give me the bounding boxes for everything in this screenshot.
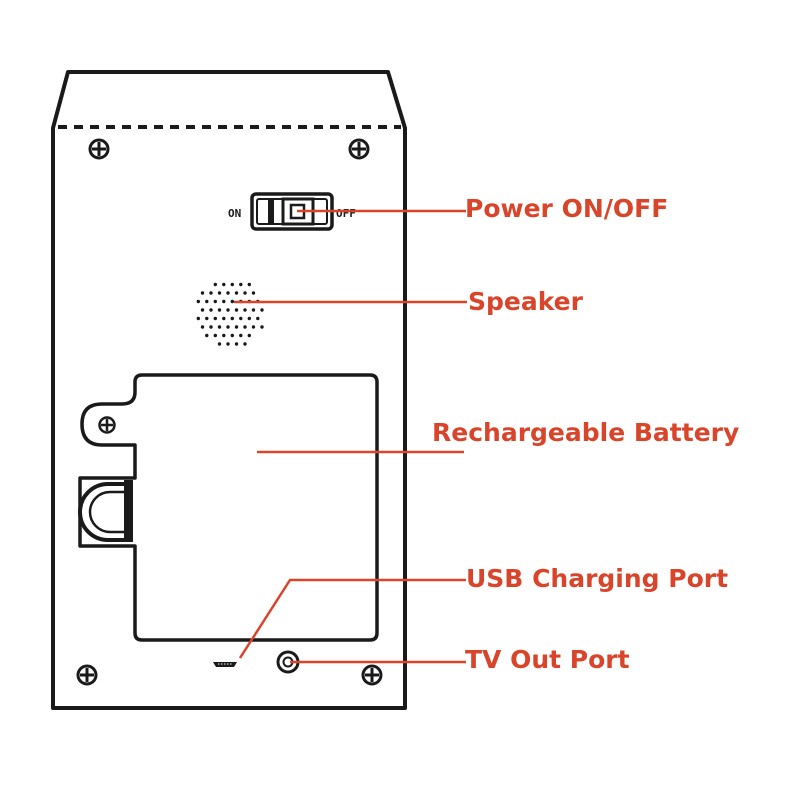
battery-cover-outline [78, 373, 379, 642]
speaker-hole [222, 299, 226, 304]
speaker-hole [200, 325, 205, 329]
callout-rechargeable-battery: Rechargeable Battery [432, 418, 740, 447]
speaker-hole [217, 342, 222, 346]
switch-off-label: OFF [336, 207, 356, 220]
speaker-hole [239, 333, 243, 338]
speaker-hole [196, 299, 200, 304]
speaker-hole [239, 316, 243, 321]
speaker-hole [251, 308, 256, 312]
speaker-hole [247, 333, 251, 338]
speaker-hole [260, 325, 264, 329]
callout-speaker: Speaker [468, 287, 583, 316]
battery-strap-inner [88, 490, 124, 534]
speaker-hole [209, 325, 213, 329]
callout-tv-out-port: TV Out Port [465, 645, 630, 674]
callout-power-onoff: Power ON/OFF [465, 194, 669, 223]
speaker-hole [217, 308, 222, 312]
speaker-hole [222, 333, 226, 338]
speaker-hole [247, 316, 251, 321]
screw-bottom-right [361, 664, 383, 686]
speaker-hole [260, 308, 264, 312]
screw-bottom-left [76, 664, 98, 686]
speaker-hole [234, 325, 239, 329]
screw-top-right [348, 138, 370, 160]
speaker-hole [243, 291, 247, 295]
speaker-hole [234, 291, 239, 295]
speaker-hole [222, 316, 226, 321]
speaker-hole [213, 316, 217, 321]
speaker-hole [243, 342, 247, 346]
speaker-hole [251, 325, 256, 329]
speaker-hole [200, 291, 205, 295]
leader-line-usb [238, 578, 466, 659]
housing-outline [51, 70, 407, 710]
speaker-hole [209, 291, 213, 295]
speaker-hole [226, 325, 230, 329]
speaker-hole [213, 282, 217, 287]
battery-strap-loop [78, 482, 130, 542]
speaker-hole [217, 291, 222, 295]
callout-lines [234, 209, 467, 664]
usb-charging-port[interactable] [213, 662, 237, 667]
speaker-hole [239, 282, 243, 287]
speaker-hole [213, 299, 217, 304]
speaker-hole [226, 308, 230, 312]
speaker-hole [205, 333, 209, 338]
battery-tab-screw [98, 416, 116, 434]
battery-strap-tab [124, 480, 133, 542]
speaker-hole [251, 291, 256, 295]
speaker-hole [205, 316, 209, 321]
speaker-hole [243, 325, 247, 329]
speaker-hole [230, 316, 234, 321]
speaker-hole [196, 316, 200, 321]
battery-compartment [78, 373, 379, 642]
switch-on-label: ON [228, 207, 241, 220]
device-housing [51, 70, 407, 710]
speaker-hole [243, 308, 247, 312]
speaker-grille [196, 282, 264, 346]
screw-top-left [88, 138, 110, 160]
speaker-hole [234, 308, 239, 312]
speaker-hole [205, 299, 209, 304]
speaker-hole [230, 333, 234, 338]
speaker-hole [230, 299, 234, 304]
speaker-hole [256, 316, 260, 321]
speaker-hole [226, 342, 230, 346]
speaker-hole [234, 342, 239, 346]
callout-usb-charging-port: USB Charging Port [466, 564, 729, 593]
speaker-hole [230, 282, 234, 287]
speaker-hole [222, 282, 226, 287]
speaker-hole [247, 282, 251, 287]
speaker-hole [213, 333, 217, 338]
speaker-hole [209, 308, 213, 312]
speaker-hole [226, 291, 230, 295]
speaker-hole [217, 325, 222, 329]
speaker-hole [200, 308, 205, 312]
